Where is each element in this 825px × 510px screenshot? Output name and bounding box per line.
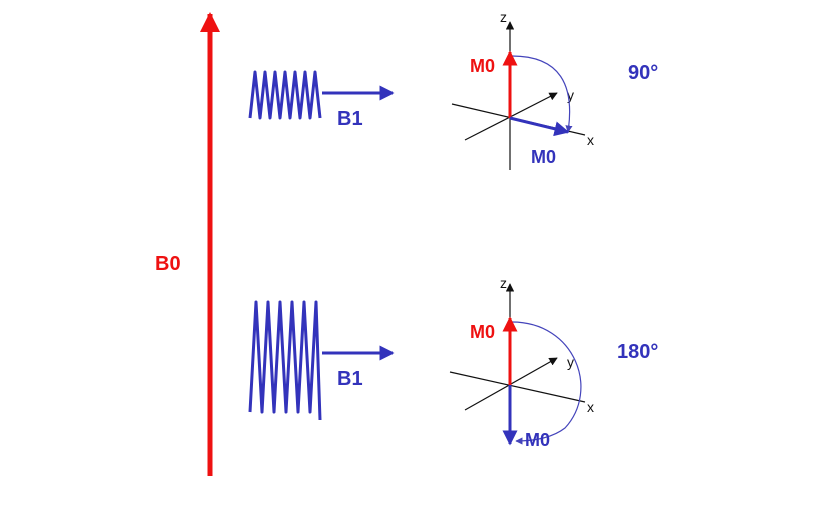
flip-angle-label: 90°	[628, 62, 658, 84]
x-axis	[449, 371, 586, 403]
m0-inverted-label: M0	[525, 430, 550, 450]
b1-label: B1	[337, 108, 363, 130]
x-axis-label: x	[587, 399, 594, 415]
rf-coil-small	[248, 70, 322, 120]
y-axis-label: y	[567, 354, 574, 370]
x-axis-label: x	[587, 132, 594, 148]
rotation-path	[511, 55, 573, 133]
flip-angle-label: 180°	[617, 341, 658, 363]
m0-longitudinal-label: M0	[470, 56, 495, 76]
m0-transverse-label: M0	[531, 147, 556, 167]
b1-label: B1	[337, 368, 363, 390]
y-axis-label: y	[567, 87, 574, 103]
panel-180-degree: B1 z y x M0 M0 180°	[248, 275, 658, 450]
m0-transverse-arrow	[509, 116, 570, 137]
m0-longitudinal-label: M0	[470, 322, 495, 342]
rf-coil-large	[248, 300, 322, 421]
b0-label: B0	[155, 253, 181, 275]
rotation-path	[511, 321, 582, 445]
z-axis-label: z	[500, 9, 507, 25]
panel-90-degree: B1 z y x M0 M0 90°	[248, 9, 658, 170]
z-axis-label: z	[500, 275, 507, 291]
